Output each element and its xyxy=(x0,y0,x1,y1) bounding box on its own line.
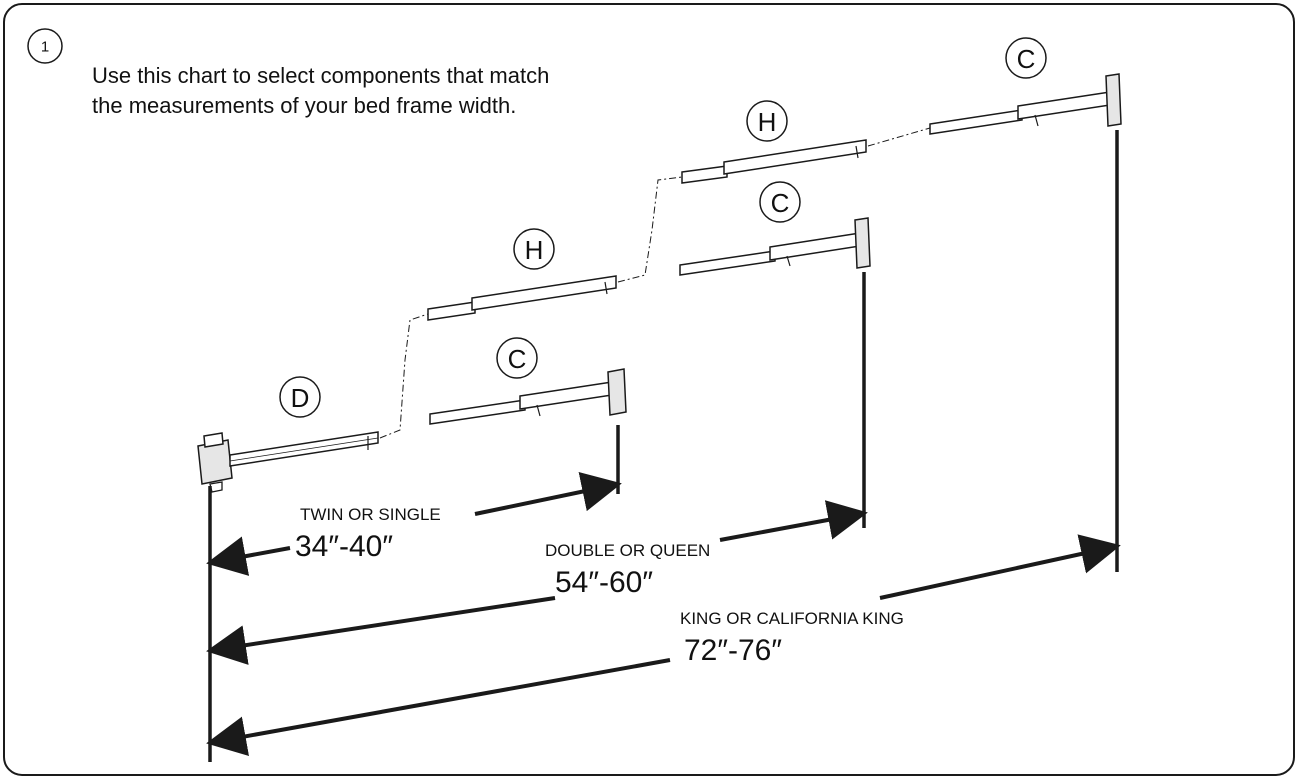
size-twin-range: 34″-40″ xyxy=(295,530,393,563)
panel-border xyxy=(3,3,1295,776)
step-number: 1 xyxy=(41,39,49,56)
part-c-label-circle-twin: C xyxy=(496,337,538,379)
part-c-label-twin: C xyxy=(508,344,527,374)
size-queen-range: 54″-60″ xyxy=(555,566,653,599)
part-h-rail-1 xyxy=(427,275,617,321)
size-king-range: 72″-76″ xyxy=(684,634,782,667)
size-twin-name: TWIN OR SINGLE xyxy=(300,505,441,524)
connector-lines xyxy=(379,127,931,439)
part-c-rail-king xyxy=(929,73,1122,135)
part-h-rail-2 xyxy=(681,139,867,184)
part-c-label-queen: C xyxy=(771,188,790,218)
step-number-badge: 1 xyxy=(27,28,63,64)
part-d-label-circle: D xyxy=(279,376,321,418)
part-h-label-1: H xyxy=(525,235,544,265)
part-c-label-circle-queen: C xyxy=(759,181,801,223)
part-h-label-circle-1: H xyxy=(513,228,555,270)
size-queen-name: DOUBLE OR QUEEN xyxy=(545,541,710,560)
part-h-label-circle-2: H xyxy=(746,100,788,142)
part-c-rail-queen xyxy=(679,217,871,276)
part-h-label-2: H xyxy=(758,107,777,137)
measurement-arrows xyxy=(206,471,1121,757)
part-c-label-king: C xyxy=(1017,44,1036,74)
size-king-name: KING OR CALIFORNIA KING xyxy=(680,609,904,628)
part-c-label-circle-king: C xyxy=(1005,37,1047,79)
part-d-rail xyxy=(197,431,379,493)
part-d-label: D xyxy=(291,383,310,413)
part-c-rail-twin xyxy=(429,368,627,425)
measurement-verticals xyxy=(208,130,1119,762)
intro-line-2: the measurements of your bed frame width… xyxy=(92,93,516,118)
intro-line-1: Use this chart to select components that… xyxy=(92,63,549,88)
